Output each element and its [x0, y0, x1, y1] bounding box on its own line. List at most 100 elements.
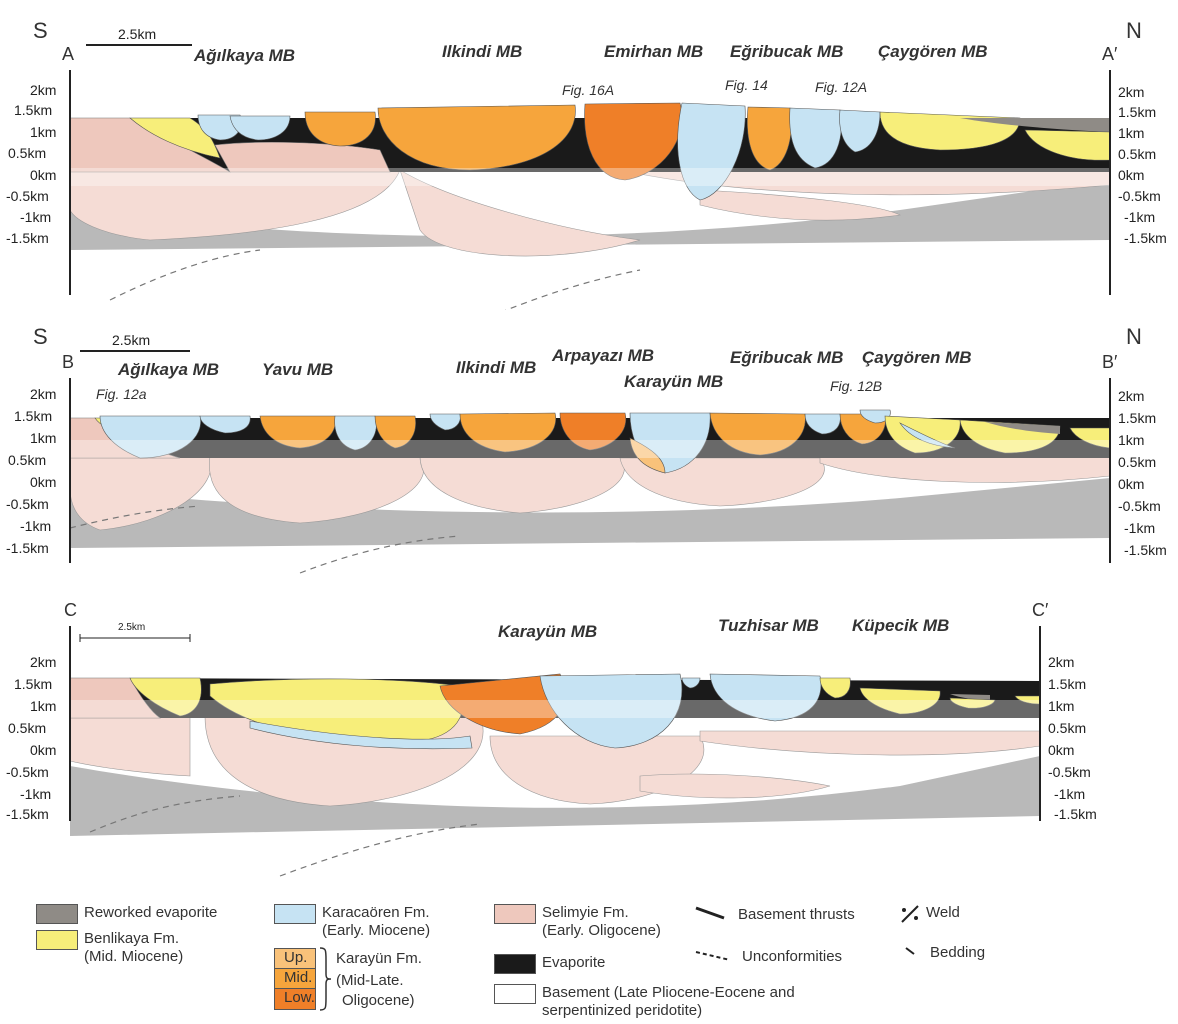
basement-block-b3: [419, 455, 625, 514]
section-c-drawing: [69, 626, 1041, 877]
mb-label: Eğribucak MB: [730, 348, 844, 367]
legend-label: Unconformities: [742, 948, 843, 965]
depth-tick-left: -1km: [20, 786, 52, 802]
south-label: S: [33, 324, 48, 349]
mb-label: Eğribucak MB: [730, 42, 844, 61]
legend-label: Low.: [284, 989, 315, 1006]
karacaoren-a3: [677, 102, 746, 201]
cross-section-a: S N A A′ 2.5km Ağılkaya MB Ilkindi MB Em…: [0, 0, 1178, 310]
thrust-dash-a2: [504, 269, 641, 310]
depth-tick-right: -0.5km: [1048, 764, 1091, 780]
karacaoren-c2: [709, 673, 822, 722]
mb-label: Arpayazı MB: [552, 346, 655, 365]
depth-tick-right: 0km: [1118, 167, 1145, 183]
depth-tick-left: 1.5km: [14, 102, 53, 118]
depth-tick-right: -1km: [1124, 209, 1156, 225]
karacaoren-b2: [199, 415, 251, 434]
legend-label: (Early. Miocene): [322, 922, 431, 939]
basement-block-b2: [209, 455, 425, 524]
mb-label: Ilkindi MB: [442, 42, 523, 61]
fig-ref-label: Fig. 12a: [96, 386, 147, 402]
north-label: N: [1126, 324, 1142, 349]
fig-ref-label: Fig. 12B: [830, 378, 883, 394]
section-start-label: B: [62, 352, 75, 372]
basement-block-c4: [639, 773, 831, 799]
karacaoren-a2: [229, 115, 291, 141]
basement-grey-c: [70, 756, 1040, 836]
reworked-c1: [950, 694, 990, 700]
mb-label: Yavu MB: [262, 360, 334, 379]
swatch-reworked: [36, 904, 78, 924]
depth-tick-left: 0.5km: [8, 452, 47, 468]
scale-label: 2.5km: [118, 622, 146, 633]
swatch-benlikaya: [36, 930, 78, 950]
legend-label: Evaporite: [542, 954, 606, 971]
depth-tick-left: 1km: [30, 698, 57, 714]
thrust-dash-c2: [279, 823, 481, 877]
depth-tick-left: -1km: [20, 209, 52, 225]
depth-tick-right: 1.5km: [1118, 104, 1157, 120]
north-label: N: [1126, 18, 1142, 43]
swatch-karayun-low: [274, 988, 316, 1010]
karacaoren-c0: [249, 720, 473, 750]
depth-tick-right: 0.5km: [1048, 720, 1087, 736]
depth-tick-right: -1km: [1124, 520, 1156, 536]
fig-ref-label: Fig. 12A: [815, 79, 868, 95]
mb-label: Ilkindi MB: [456, 358, 537, 377]
basement-block-c5: [699, 730, 1041, 756]
bedding-symbol-icon: [905, 947, 915, 955]
legend: Reworked evaporite Benlikaya Fm. (Mid. M…: [0, 890, 1178, 1024]
basement-grey-b: [70, 478, 1110, 548]
scale-label: 2.5km: [118, 26, 157, 42]
mb-label: Karayün MB: [624, 372, 724, 391]
legend-label: Selimyie Fm.: [542, 904, 629, 921]
mb-label: Çaygören MB: [878, 42, 988, 61]
mb-label: Ağılkaya MB: [194, 46, 296, 65]
swatch-selimyie: [494, 904, 536, 924]
karayun-b3: [459, 412, 557, 453]
thrust-dash-c1: [89, 795, 241, 833]
karayun-b5: [629, 437, 666, 474]
legend-label: (Mid. Miocene): [84, 948, 184, 965]
depth-band-a: [70, 168, 1110, 186]
depth-band-c: [70, 700, 1040, 718]
benlikaya-c1: [129, 677, 202, 717]
legend-label: Karacaören Fm.: [322, 904, 430, 921]
karayun-a1: [304, 111, 376, 147]
section-a-drawing: [69, 44, 1111, 310]
mb-label: Tuzhisar MB: [718, 616, 819, 635]
depth-tick-right: -1.5km: [1124, 230, 1167, 246]
karacaoren-b6: [804, 413, 841, 435]
depth-tick-right: -1.5km: [1124, 542, 1167, 558]
karayun-a2: [377, 104, 576, 171]
depth-tick-right: 0km: [1048, 742, 1075, 758]
karacaoren-b1: [99, 415, 201, 459]
depth-tick-right: -1km: [1054, 786, 1086, 802]
depth-tick-right: 1.5km: [1048, 676, 1087, 692]
depth-tick-left: 2km: [30, 386, 57, 402]
mb-label: Emirhan MB: [604, 42, 704, 61]
thrust-dash-b2: [299, 535, 461, 574]
unconformity-symbol-icon: [695, 951, 731, 961]
benlikaya-c5: [949, 697, 996, 709]
depth-tick-left: 0km: [30, 167, 57, 183]
reworked-b1: [985, 422, 1060, 434]
legend-label: Reworked evaporite: [84, 904, 218, 921]
depth-tick-right: -1.5km: [1054, 806, 1097, 822]
depth-tick-left: 1km: [30, 124, 57, 140]
legend-brace: [319, 947, 332, 1011]
swatch-evaporite: [494, 954, 536, 974]
depth-tick-right: 1km: [1118, 432, 1145, 448]
basement-grey-a: [70, 180, 1110, 250]
karacaoren-a5: [839, 109, 881, 153]
depth-tick-right: 1km: [1048, 698, 1075, 714]
depth-tick-right: 0.5km: [1118, 454, 1157, 470]
scale-label: 2.5km: [112, 332, 151, 348]
legend-label: Up.: [284, 949, 308, 966]
depth-tick-left: 1km: [30, 430, 57, 446]
karayun-b6: [709, 412, 806, 456]
section-start-label: A: [62, 44, 75, 64]
reworked-a1: [960, 118, 1110, 132]
basement-block-b5: [819, 455, 1111, 483]
karacaoren-b8: [899, 422, 956, 449]
